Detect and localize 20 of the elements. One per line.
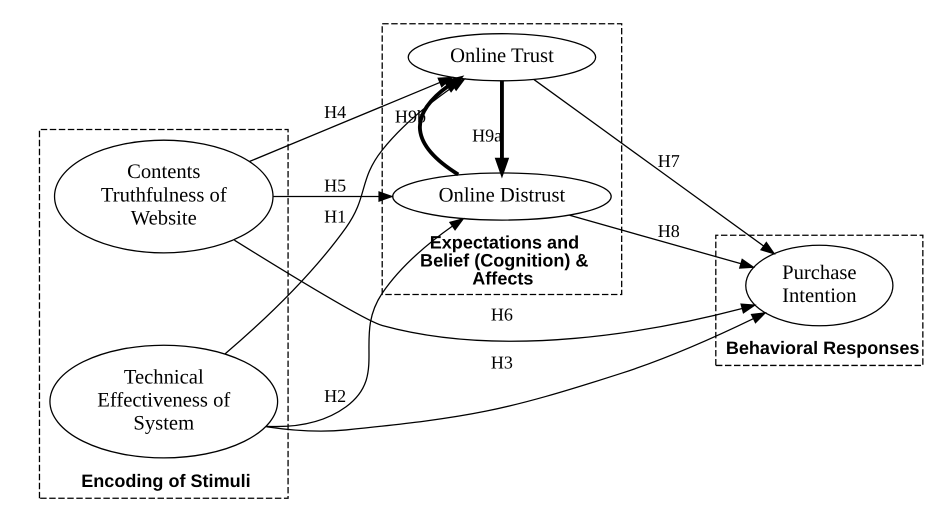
node-ellipse: Online Distrust: [392, 172, 612, 221]
arrow: [234, 240, 756, 342]
edge-label: H8: [657, 220, 680, 241]
node-ellipse: Contents Truthfulness of Website: [53, 140, 274, 254]
arrow: [494, 81, 509, 178]
edge-label: H4: [324, 102, 346, 122]
edge-label: H1: [324, 206, 346, 227]
arrow: [568, 214, 755, 269]
node-ellipse: Technical Effectiveness of System: [48, 344, 278, 459]
edge-label: H7: [657, 151, 680, 172]
arrow: [273, 191, 394, 202]
edge-label: H2: [324, 386, 346, 406]
node-ellipse: Online Trust: [407, 33, 596, 82]
node-ellipse: Purchase Intention: [744, 244, 894, 326]
arrow: [533, 79, 776, 255]
edge-label: H6: [490, 304, 512, 325]
arrow: [266, 312, 766, 432]
arrow: [266, 218, 464, 428]
edge-label: H5: [324, 176, 346, 196]
edge-label: H3: [490, 352, 512, 372]
